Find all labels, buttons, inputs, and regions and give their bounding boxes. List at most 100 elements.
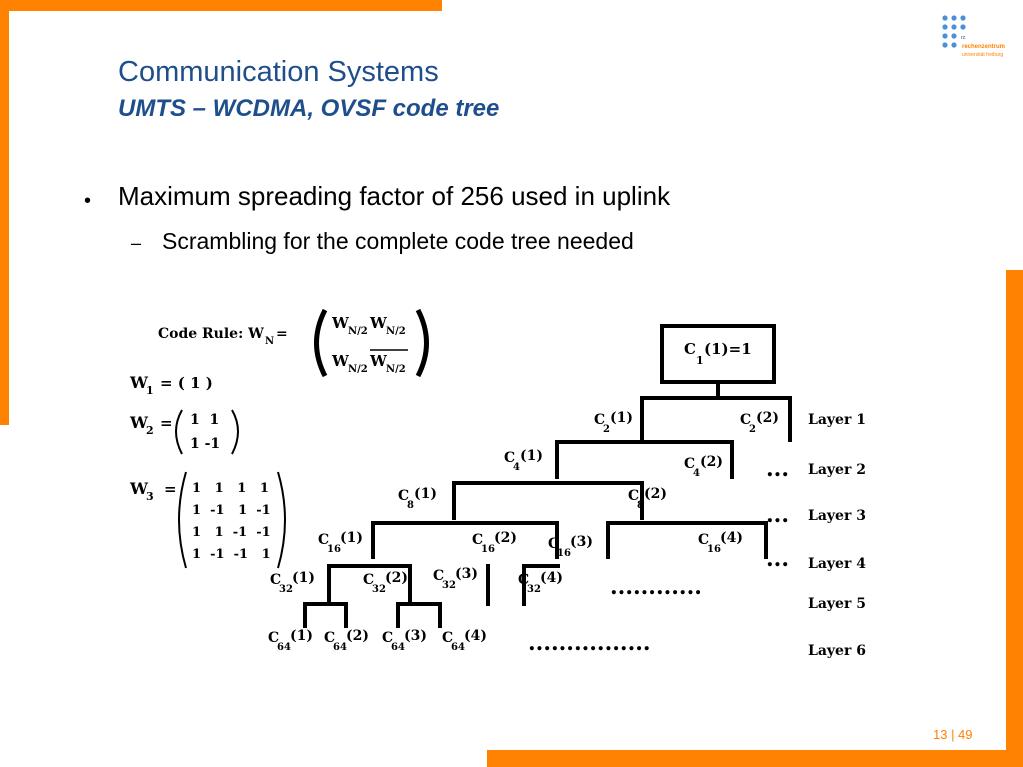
left-accent-bar [0, 0, 9, 425]
svg-text:64: 64 [333, 642, 347, 653]
node-c16-2: C [472, 532, 483, 548]
w-n2-botright-sub: N/2 [386, 364, 406, 375]
node-c8-2: C [628, 488, 639, 504]
svg-text:(4): (4) [720, 530, 743, 546]
logo-line-1: rechenzentrum [962, 44, 1006, 50]
continuation-dots-layer4: ... [766, 546, 789, 572]
svg-text:(3): (3) [404, 628, 427, 644]
node-c4-1: C [504, 450, 515, 466]
page-subtitle: UMTS – WCDMA, OVSF code tree [118, 95, 500, 122]
w2-row-2: 1 -1 [190, 436, 220, 452]
continuation-dots-layer2: ... [766, 456, 789, 482]
svg-text:(2): (2) [494, 530, 517, 546]
bottom-accent-bar [487, 750, 1023, 767]
w-n2-botleft: W [331, 352, 350, 370]
node-labels: C2(1) C2(2) C4(1) C4(2) C8(1) C8(2) C16(… [268, 410, 779, 653]
svg-text:(2): (2) [756, 410, 779, 426]
svg-text:(4): (4) [540, 570, 563, 586]
node-c32-3: C [433, 568, 444, 584]
w-n2-botleft-sub: N/2 [348, 364, 368, 375]
svg-text:16: 16 [327, 544, 341, 555]
continuation-dots-layer3: ... [766, 502, 789, 528]
svg-text:64: 64 [277, 642, 291, 653]
code-rule-eq: = [276, 326, 288, 342]
logo-abbrev: rz [961, 35, 966, 41]
w1-sub: 1 [146, 384, 154, 397]
node-c2-1: C [594, 412, 605, 428]
w-n2-topleft: W [331, 314, 350, 332]
code-rule: Code Rule: W N = W N/2 W N/2 W N/2 W N/2 [158, 308, 429, 378]
w2-row-1: 1 1 [190, 412, 219, 428]
svg-text:32: 32 [527, 584, 541, 595]
svg-text:(2): (2) [385, 570, 408, 586]
svg-text:32: 32 [372, 584, 386, 595]
w2-eq: = [160, 414, 173, 432]
w3-row-1: 1 1 1 1 [192, 481, 269, 496]
continuation-dots-layer6: ................ [528, 630, 651, 656]
w3-row-2: 1 -1 1 -1 [192, 503, 271, 518]
logo-line-2: universität freiburg [962, 52, 1004, 58]
node-c2-2: C [740, 412, 751, 428]
svg-text:32: 32 [279, 584, 293, 595]
svg-text:(1): (1) [520, 448, 543, 464]
svg-text:(2): (2) [346, 628, 369, 644]
w3-sub: 3 [146, 490, 154, 503]
svg-text:(1): (1) [610, 410, 633, 426]
node-c32-2: C [363, 572, 374, 588]
w-n2-topright-sub: N/2 [386, 326, 406, 337]
svg-text:2: 2 [749, 424, 756, 435]
layer-2-label: Layer 2 [808, 462, 866, 478]
node-c64-1: C [268, 630, 279, 646]
svg-text:(1): (1) [290, 628, 313, 644]
svg-text:16: 16 [481, 544, 495, 555]
w-n2-botright: W [369, 352, 388, 370]
w-n2-topleft-sub: N/2 [348, 326, 368, 337]
page-title: Communication Systems [118, 56, 439, 88]
tree-branches [303, 396, 792, 628]
svg-text:8: 8 [407, 500, 414, 511]
bullet-main: Maximum spreading factor of 256 used in … [118, 181, 671, 211]
code-rule-label: Code Rule: W [158, 326, 264, 342]
w3-row-4: 1 -1 -1 1 [192, 547, 271, 562]
code-rule-sub: N [265, 336, 274, 347]
dot-grid-logo-icon [942, 15, 966, 48]
top-accent-bar [0, 0, 442, 11]
layer-labels: Layer 1 Layer 2 Layer 3 Layer 4 Layer 5 … [808, 412, 866, 659]
bullet-marker: • [84, 190, 92, 212]
node-c16-1: C [318, 532, 329, 548]
node-c8-1: C [398, 488, 409, 504]
svg-text:64: 64 [391, 642, 405, 653]
node-c4-2: C [684, 456, 695, 472]
svg-text:4: 4 [513, 462, 520, 473]
right-accent-bar [1006, 270, 1023, 767]
node-c16-4: C [698, 532, 709, 548]
svg-text:(3): (3) [455, 566, 478, 582]
root-node-sub: 1 [696, 354, 704, 367]
svg-text:8: 8 [637, 500, 644, 511]
svg-text:4: 4 [693, 468, 700, 479]
svg-text:(1): (1) [414, 486, 437, 502]
w2-label: W [129, 413, 149, 432]
svg-text:64: 64 [451, 642, 465, 653]
layer-5-label: Layer 5 [808, 596, 866, 612]
svg-text:(1): (1) [340, 530, 363, 546]
node-c64-4: C [442, 630, 453, 646]
layer-1-label: Layer 1 [808, 412, 866, 428]
node-c16-3: C [548, 536, 559, 552]
node-c64-3: C [382, 630, 393, 646]
w2-sub: 2 [146, 424, 154, 437]
w3-row-3: 1 1 -1 -1 [192, 525, 271, 540]
node-c32-4: C [518, 572, 529, 588]
w3-label: W [129, 479, 149, 498]
root-node-label: C [684, 340, 696, 358]
w3-eq: = [164, 480, 177, 498]
layer-3-label: Layer 3 [808, 508, 866, 524]
svg-text:16: 16 [557, 548, 571, 559]
bullet-sub: Scrambling for the complete code tree ne… [162, 228, 634, 254]
layer-4-label: Layer 4 [808, 556, 866, 572]
node-c64-2: C [324, 630, 335, 646]
svg-text:(3): (3) [570, 534, 593, 550]
svg-text:(4): (4) [464, 628, 487, 644]
continuation-dots-layer5: ............ [610, 574, 702, 600]
ovsf-code-tree-figure: Code Rule: W N = W N/2 W N/2 W N/2 W N/2… [129, 308, 866, 659]
